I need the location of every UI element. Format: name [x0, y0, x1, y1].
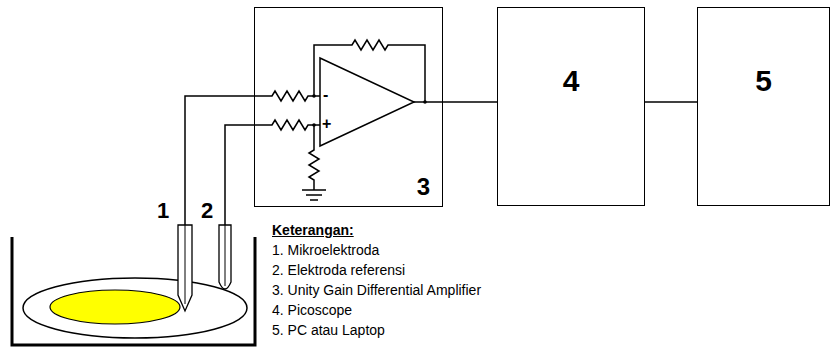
signal-wire — [645, 101, 697, 103]
electrode-wire — [225, 225, 226, 286]
output-wire — [414, 101, 443, 103]
ground-symbol — [302, 190, 326, 200]
legend-line: 3. Unity Gain Differential Amplifier — [272, 280, 481, 300]
tube-outline — [178, 225, 192, 311]
ground-resistor — [309, 125, 319, 190]
callout-number: 4 — [563, 64, 580, 97]
sample — [50, 290, 180, 324]
input-resistor — [254, 91, 320, 101]
signal-wire — [225, 125, 254, 225]
callout-number: 3 — [417, 174, 430, 200]
junction-dot — [312, 123, 316, 127]
junction-dot — [312, 94, 316, 98]
tube-outline — [219, 225, 231, 289]
legend-line: 5. PC atau Laptop — [272, 320, 385, 340]
legend-line: 2. Elektroda referensi — [272, 260, 405, 280]
petri-dish — [23, 278, 247, 338]
pc-box: 5 — [697, 7, 830, 206]
picoscope-box: 4 — [497, 7, 645, 206]
input-resistor — [254, 120, 320, 130]
pin-sign: - — [323, 85, 328, 105]
electrode-number: 2 — [201, 199, 215, 223]
legend-heading: Keterangan: — [272, 220, 354, 240]
microelectrode: 1 — [177, 225, 193, 312]
amplifier-box: 3 — [254, 7, 443, 207]
signal-wire — [443, 101, 497, 103]
opamp-symbol — [320, 58, 414, 146]
electrode-wire — [185, 225, 186, 304]
legend-line: 4. Picoscope — [272, 300, 352, 320]
legend-line: 1. Mikroelektroda — [272, 240, 379, 260]
pin-sign: + — [322, 114, 331, 134]
signal-wire — [185, 96, 254, 225]
callout-number: 5 — [755, 64, 772, 97]
reference-electrode: 2 — [218, 225, 232, 292]
electrode-tube — [218, 225, 232, 292]
junction-dot — [423, 100, 427, 104]
electrode-number: 1 — [157, 199, 173, 223]
electrode-tube — [177, 225, 193, 312]
